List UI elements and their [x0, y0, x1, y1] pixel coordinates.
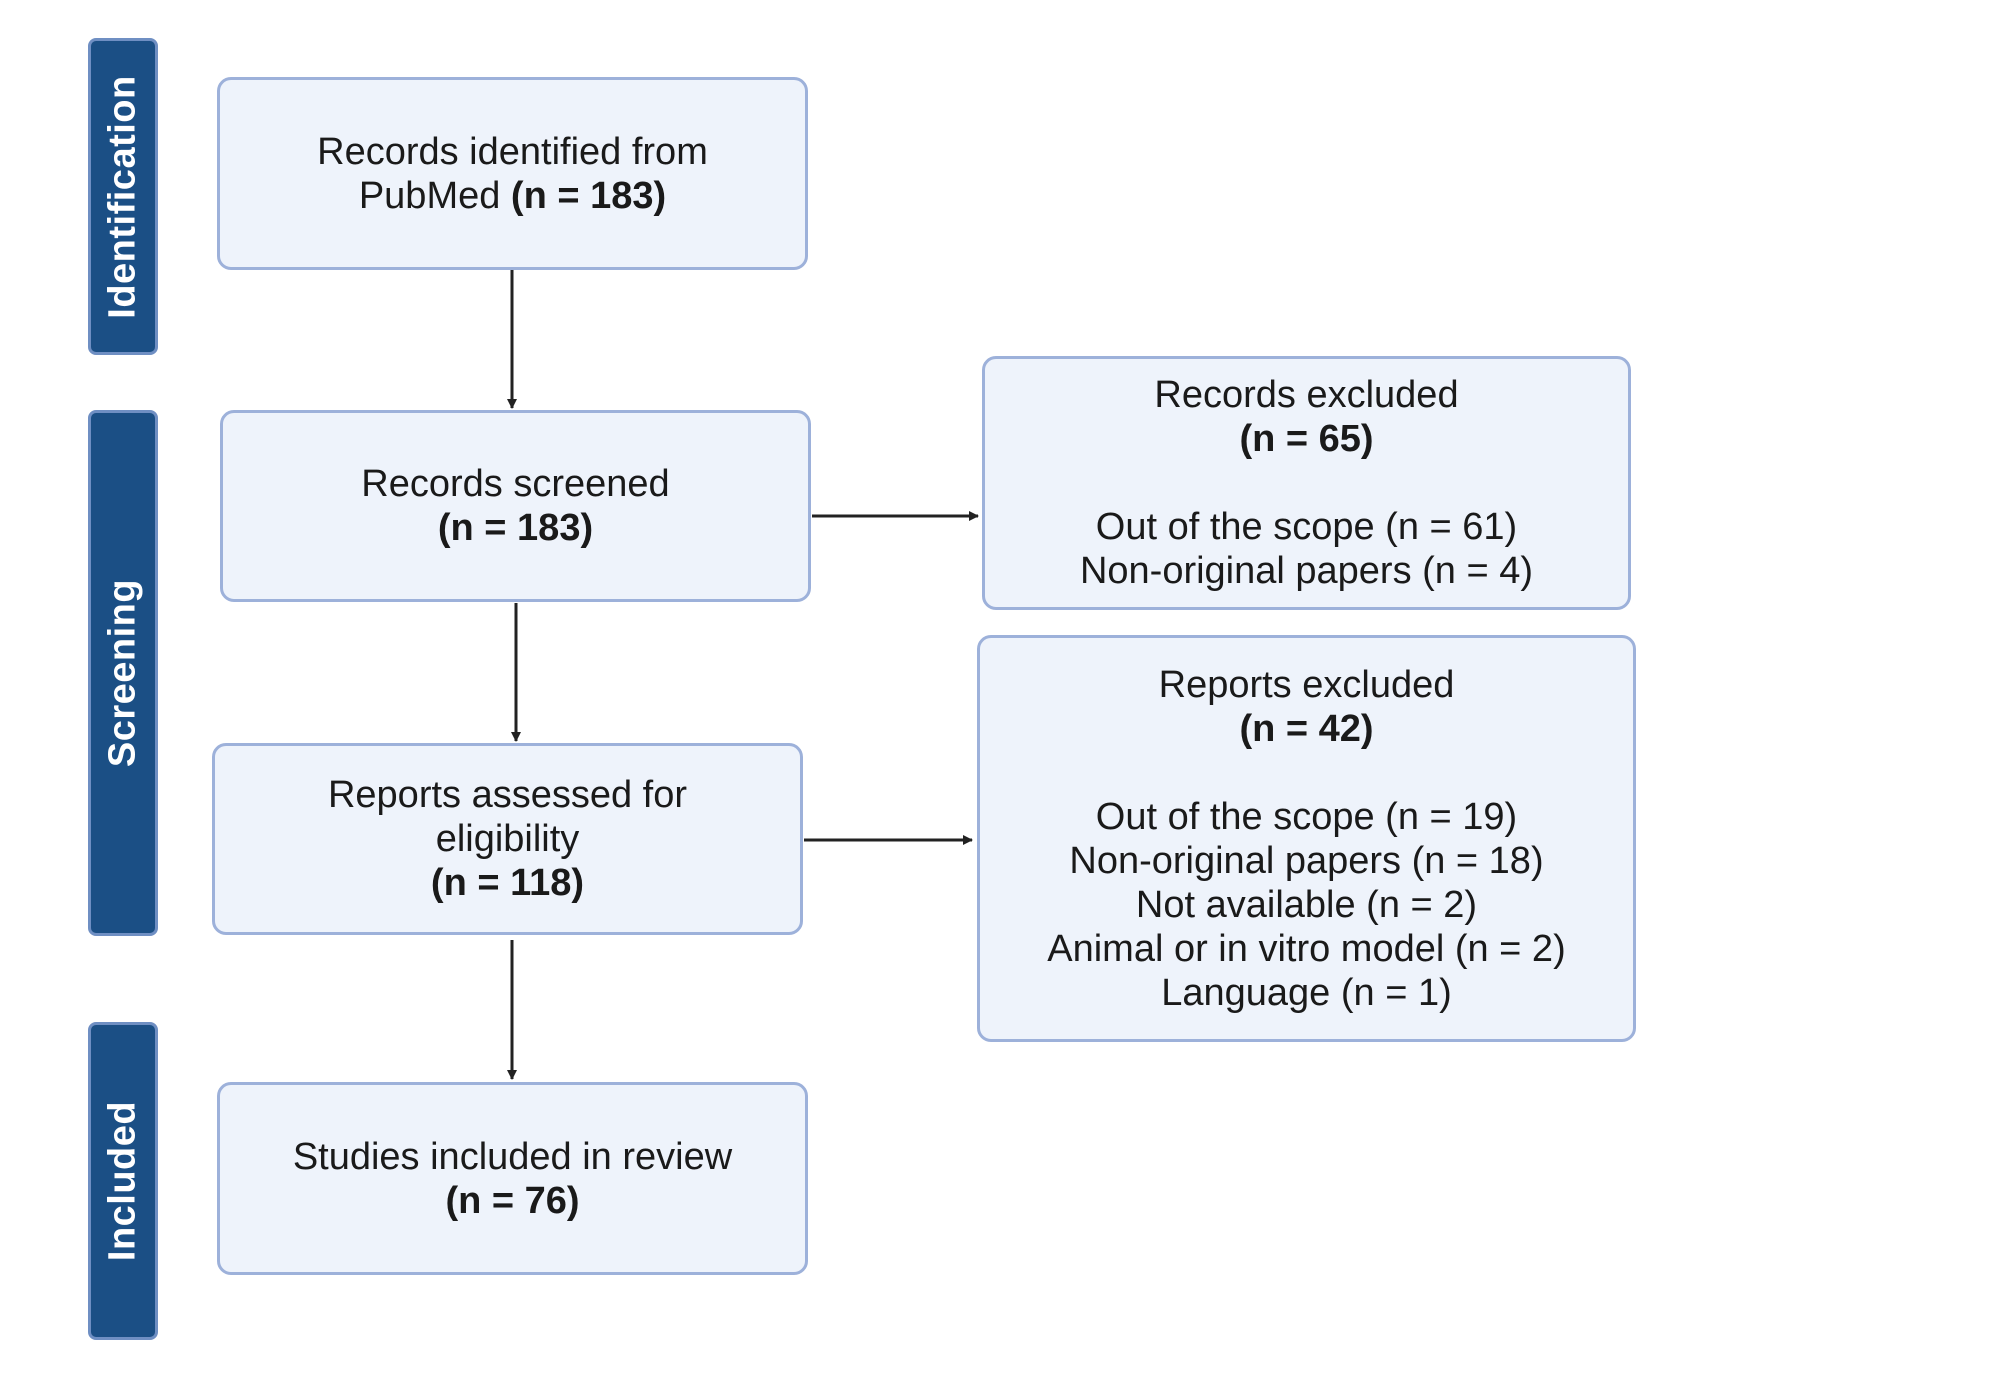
reports-excluded-reason: Animal or in vitro model (n = 2)	[1047, 927, 1566, 970]
phase-screening-label: Screening	[101, 578, 144, 768]
reports-excluded-title: Reports excluded	[1158, 663, 1455, 706]
records-screened-box: Records screened (n = 183)	[220, 410, 811, 602]
phase-included: Included	[88, 1022, 158, 1340]
records-identified-box: Records identified from PubMed (n = 183)	[217, 77, 808, 270]
phase-identification-label: Identification	[101, 74, 144, 319]
reports-assessed-count: (n = 118)	[430, 862, 585, 904]
studies-included-title: Studies included in review	[292, 1135, 733, 1178]
records-excluded-count: (n = 65)	[1239, 418, 1374, 460]
studies-included-count: (n = 76)	[445, 1179, 580, 1222]
records-excluded-box: Records excluded (n = 65) Out of the sco…	[982, 356, 1631, 610]
records-identified-line1: Records identified from	[317, 130, 708, 173]
records-identified-line2: PubMed (n = 183)	[359, 174, 666, 218]
studies-included-box: Studies included in review (n = 76)	[217, 1082, 808, 1275]
records-screened-count: (n = 183)	[437, 507, 594, 549]
reports-excluded-box: Reports excluded (n = 42) Out of the sco…	[977, 635, 1636, 1042]
reports-assessed-line2: eligibility	[435, 818, 580, 860]
reports-excluded-reason: Non-original papers (n = 18)	[1069, 839, 1544, 882]
records-excluded-title: Records excluded	[1154, 374, 1459, 416]
records-identified-source: PubMed	[358, 174, 511, 217]
reports-assessed-line1: Reports assessed for	[327, 774, 688, 816]
reports-assessed-box: Reports assessed for eligibility (n = 11…	[212, 743, 803, 935]
reports-excluded-reason: Not available (n = 2)	[1135, 883, 1478, 926]
records-excluded-reason: Non-original papers (n = 4)	[1079, 550, 1534, 592]
records-identified-count: (n = 183)	[510, 174, 667, 217]
records-screened-title: Records screened	[361, 463, 670, 505]
reports-excluded-reason: Language (n = 1)	[1161, 971, 1452, 1014]
phase-included-label: Included	[101, 1100, 144, 1262]
phase-identification: Identification	[88, 38, 158, 355]
reports-excluded-reason: Out of the scope (n = 19)	[1095, 795, 1518, 838]
phase-screening: Screening	[88, 410, 158, 936]
records-excluded-reason: Out of the scope (n = 61)	[1095, 506, 1518, 548]
reports-excluded-count: (n = 42)	[1239, 707, 1374, 750]
